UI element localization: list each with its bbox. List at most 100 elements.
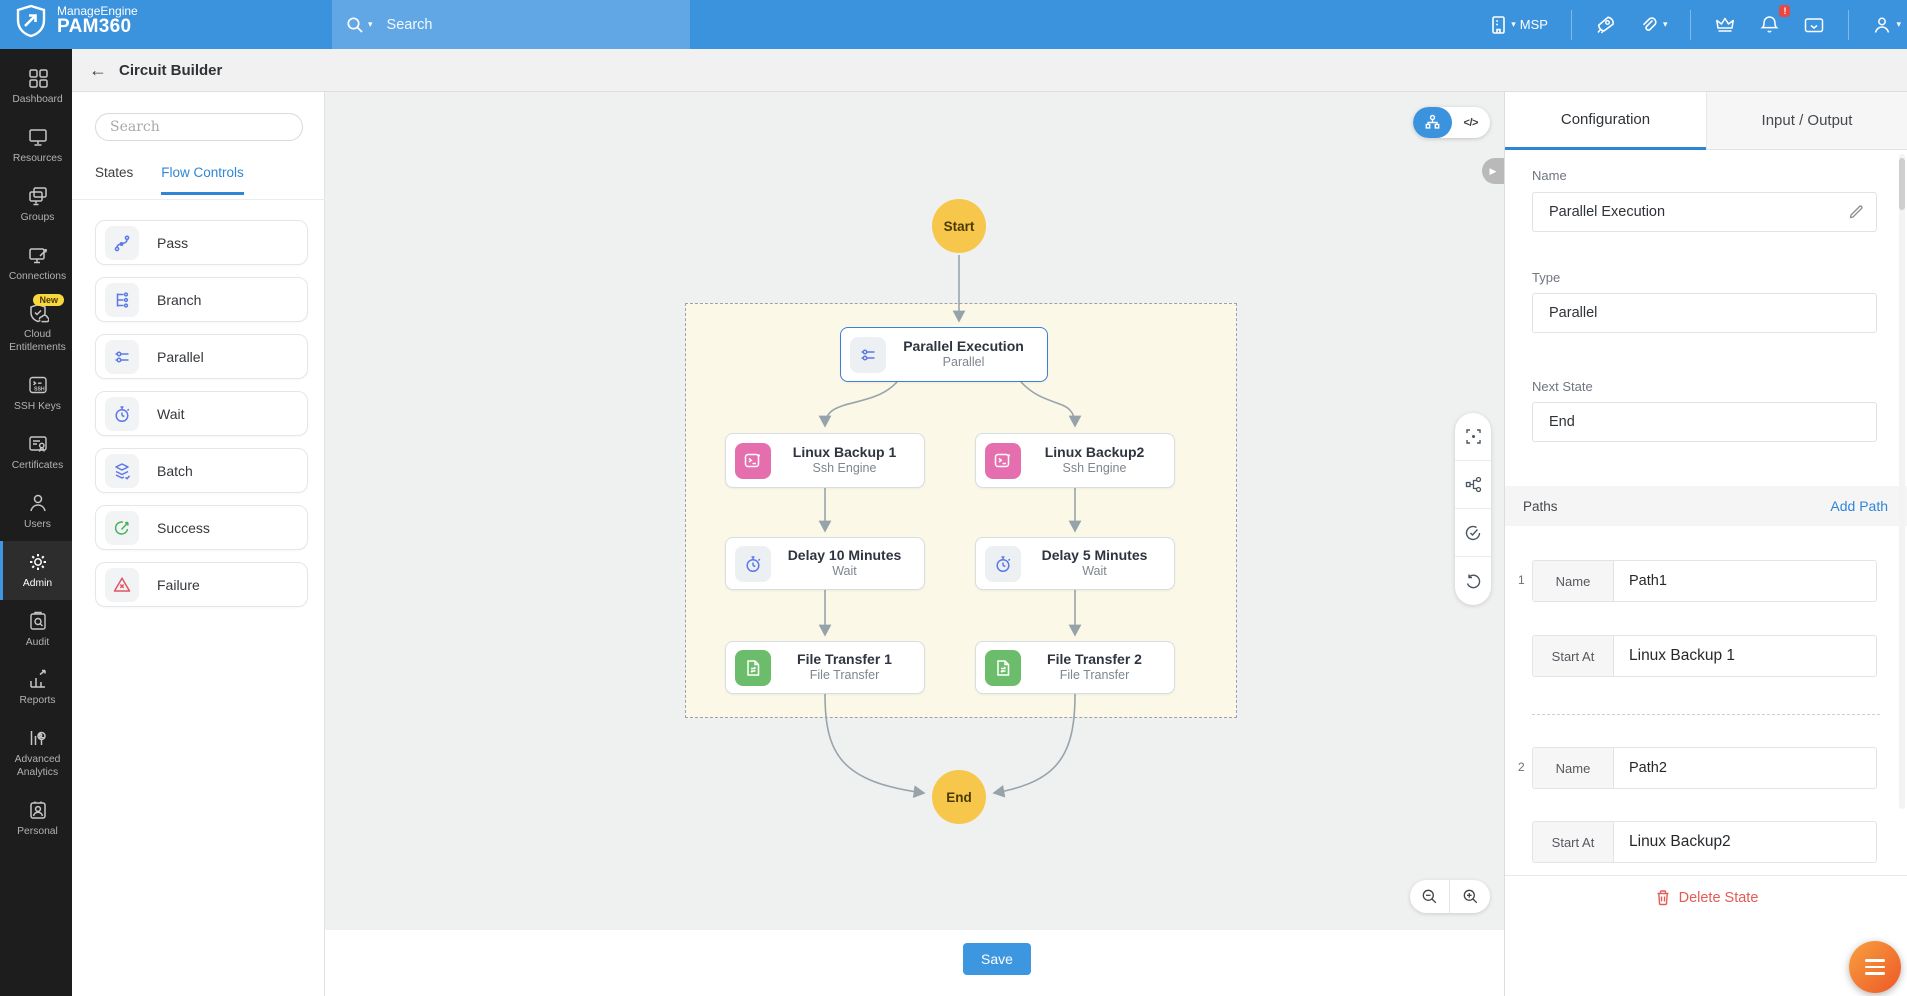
sidebar-item-dashboard[interactable]: Dashboard [0, 57, 72, 116]
next-state-input[interactable] [1549, 414, 1864, 430]
flow-view-icon [1425, 114, 1440, 129]
path2-name-label: Name [1533, 748, 1614, 788]
name-input[interactable] [1549, 204, 1848, 220]
diagram-view-button[interactable] [1413, 107, 1452, 138]
sidebar-item-cloud-entitlements[interactable]: New Cloud Entitlements [9, 294, 66, 354]
path2-start-field[interactable]: Start At [1532, 821, 1877, 863]
global-search-input[interactable] [386, 16, 637, 33]
path1-name-input[interactable] [1629, 573, 1876, 589]
reset-button[interactable] [1455, 557, 1491, 605]
panel-expander-button[interactable]: ▶ [1482, 158, 1504, 184]
node-delay-5-minutes[interactable]: Delay 5 Minutes Wait [975, 537, 1175, 590]
palette-item-batch[interactable]: Batch [95, 448, 308, 493]
user-icon [1875, 17, 1890, 33]
name-field[interactable] [1532, 192, 1877, 232]
path2-name-input[interactable] [1629, 760, 1876, 776]
auto-layout-button[interactable] [1455, 461, 1491, 509]
branch-icon [105, 282, 139, 317]
palette-item-pass[interactable]: Pass [95, 220, 308, 265]
topbar-separator [1570, 9, 1572, 40]
parallel-icon [105, 339, 139, 374]
type-input[interactable] [1549, 305, 1864, 321]
user-menu[interactable]: ▾ [1872, 15, 1901, 35]
quick-actions-fab[interactable] [1849, 941, 1901, 993]
palette-item-wait[interactable]: Wait [95, 391, 308, 436]
node-file-transfer-2[interactable]: File Transfer 2 File Transfer [975, 641, 1175, 694]
tab-configuration[interactable]: Configuration [1505, 92, 1706, 150]
global-search[interactable]: ▾ [332, 0, 690, 49]
tab-input-output[interactable]: Input / Output [1706, 92, 1907, 150]
sidebar-item-advanced-analytics[interactable]: Advanced Analytics [0, 717, 72, 789]
msp-caret-icon: ▾ [1511, 19, 1516, 29]
panel-scrollbar-thumb[interactable] [1899, 158, 1905, 210]
flow-canvas[interactable]: Start Parallel Execution Parallel Linux … [325, 92, 1504, 930]
sidebar-item-resources[interactable]: Resources [0, 116, 72, 175]
sidebar-item-users[interactable]: Users [0, 482, 72, 541]
license-button[interactable] [1714, 14, 1736, 35]
add-path-button[interactable]: Add Path [1830, 498, 1888, 514]
page-title: Circuit Builder [119, 61, 223, 79]
certificate-icon [28, 436, 47, 453]
search-scope-caret-icon[interactable]: ▾ [368, 19, 373, 29]
node-title: Linux Backup2 [1044, 443, 1145, 460]
node-title: Parallel Execution [903, 337, 1024, 354]
brand-logo[interactable]: ManageEngine PAM360 [14, 4, 138, 38]
node-title: File Transfer 1 [797, 650, 892, 667]
node-title: Delay 5 Minutes [1041, 546, 1148, 563]
path1-name-field[interactable]: Name [1532, 560, 1877, 602]
node-subtitle: File Transfer [809, 668, 880, 683]
type-field[interactable] [1532, 293, 1877, 333]
sidebar-item-groups[interactable]: Groups [0, 175, 72, 234]
edit-pencil-icon[interactable] [1848, 204, 1864, 220]
zoom-in-button[interactable] [1450, 880, 1490, 913]
node-parallel-execution[interactable]: Parallel Execution Parallel [840, 327, 1048, 382]
node-subtitle: Ssh Engine [1062, 461, 1127, 476]
panel-scrollbar-track[interactable] [1899, 154, 1905, 809]
node-linux-backup-1[interactable]: Linux Backup 1 Ssh Engine [725, 433, 925, 488]
palette-item-branch[interactable]: Branch [95, 277, 308, 322]
tab-flow-controls[interactable]: Flow Controls [161, 165, 244, 195]
node-title: File Transfer 2 [1047, 650, 1142, 667]
sidebar-item-connections[interactable]: Connections [0, 234, 72, 293]
tab-states[interactable]: States [95, 165, 134, 180]
path1-start-input[interactable] [1629, 647, 1876, 665]
sidebar-item-audit[interactable]: Audit [0, 600, 72, 659]
sidebar-item-ssh-keys[interactable]: SSH SSH Keys [0, 364, 72, 423]
path-separator [1532, 714, 1880, 715]
attachments-menu[interactable]: ▾ [1639, 15, 1667, 35]
fit-view-button[interactable] [1455, 413, 1491, 461]
msp-label: MSP [1519, 17, 1548, 32]
end-node[interactable]: End [932, 770, 986, 824]
sidebar-item-reports[interactable]: Reports [0, 658, 72, 717]
delete-state-button[interactable]: Delete State [1505, 889, 1907, 906]
save-button[interactable]: Save [963, 943, 1031, 975]
palette-item-parallel[interactable]: Parallel [95, 334, 308, 379]
node-file-transfer-1[interactable]: File Transfer 1 File Transfer [725, 641, 925, 694]
code-view-button[interactable]: </> [1452, 107, 1491, 138]
sidebar-item-admin[interactable]: Admin [0, 540, 72, 600]
msp-org-selector[interactable]: ▾ MSP [1490, 15, 1548, 35]
path2-name-field[interactable]: Name [1532, 747, 1877, 789]
start-node[interactable]: Start [932, 199, 986, 253]
delete-state-label: Delete State [1678, 889, 1759, 906]
node-delay-10-minutes[interactable]: Delay 10 Minutes Wait [725, 537, 925, 590]
ssh-engine-icon [735, 442, 771, 479]
palette-search-input[interactable] [95, 113, 303, 141]
next-state-field[interactable] [1532, 402, 1877, 442]
sidebar-item-personal[interactable]: Personal [0, 789, 72, 848]
gear-icon [29, 553, 46, 570]
node-linux-backup-2[interactable]: Linux Backup2 Ssh Engine [975, 433, 1175, 488]
quick-launch-button[interactable] [1595, 14, 1616, 35]
path2-start-input[interactable] [1629, 833, 1876, 851]
messages-button[interactable] [1803, 15, 1825, 35]
path-index: 2 [1518, 760, 1525, 774]
sidebar-item-certificates[interactable]: Certificates [0, 423, 72, 482]
notifications-button[interactable]: ! [1759, 5, 1791, 35]
back-button[interactable]: ← [89, 59, 107, 80]
zoom-controls [1410, 880, 1490, 913]
path1-start-field[interactable]: Start At [1532, 635, 1877, 677]
palette-item-success[interactable]: Success [95, 505, 308, 550]
validate-button[interactable] [1455, 509, 1491, 557]
zoom-out-button[interactable] [1410, 880, 1450, 913]
palette-item-failure[interactable]: Failure [95, 562, 308, 607]
